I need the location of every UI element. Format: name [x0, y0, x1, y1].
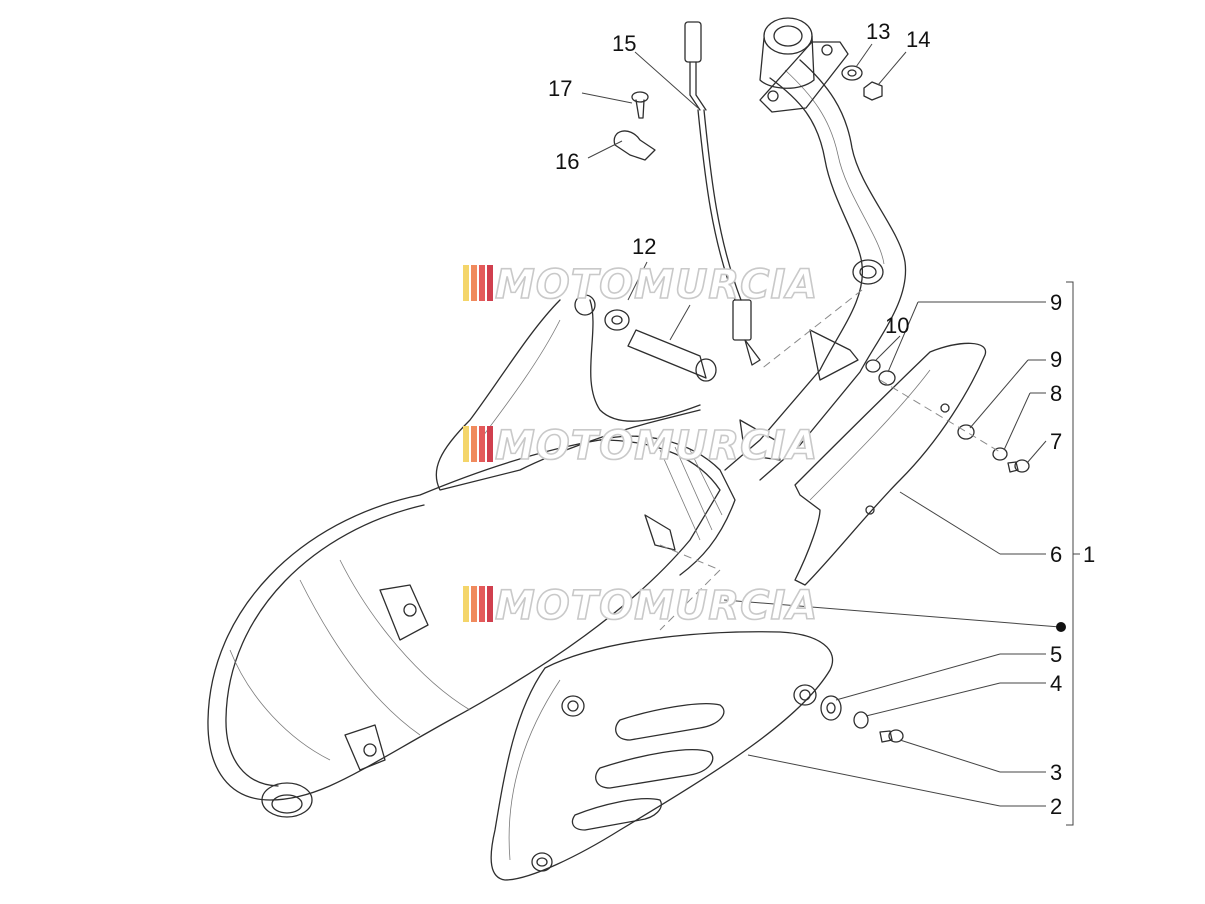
muffler-body	[207, 435, 736, 818]
watermark-top: MOTOMURCIA	[463, 261, 818, 309]
watermark-stripe	[479, 265, 485, 301]
leader-lines	[581, 43, 1080, 826]
callout-5: 5	[1050, 642, 1062, 667]
callout-9-upper: 9	[1050, 290, 1062, 315]
watermark-stripe	[463, 586, 469, 622]
screw-part-7	[1007, 459, 1030, 473]
washer-part-8	[992, 447, 1008, 461]
callout-9-lower: 9	[1050, 347, 1062, 372]
clamp-part-16	[613, 130, 656, 161]
callout-17: 17	[548, 76, 572, 101]
muffler-heat-shield-part-2	[490, 631, 834, 881]
bolt-and-washer-part-12	[604, 309, 717, 382]
watermark-stripe	[487, 586, 493, 622]
callout-16: 16	[555, 149, 579, 174]
callout-13: 13	[866, 19, 890, 44]
watermark-middle: MOTOMURCIA	[463, 422, 818, 470]
spacer-part-9-upper	[878, 370, 896, 386]
callout-1: 1	[1083, 542, 1095, 567]
screw-part-3	[879, 729, 904, 743]
callout-8: 8	[1050, 381, 1062, 406]
reference-dot	[1056, 622, 1066, 632]
spacer-part-9-lower	[957, 424, 975, 440]
callout-10: 10	[885, 313, 909, 338]
watermark-stripe	[487, 426, 493, 462]
watermark-stripe	[471, 265, 477, 301]
lambda-sensor-part-15	[684, 21, 761, 366]
callout-4: 4	[1050, 671, 1062, 696]
washer-part-4	[853, 711, 869, 729]
watermark-bottom: MOTOMURCIA	[463, 582, 818, 630]
watermark-text: MOTOMURCIA	[495, 262, 818, 308]
watermark-stripe	[479, 426, 485, 462]
watermark-text: MOTOMURCIA	[495, 583, 818, 629]
callout-2: 2	[1050, 794, 1062, 819]
watermark-stripe	[463, 265, 469, 301]
screw-part-17	[631, 91, 649, 119]
callout-3: 3	[1050, 760, 1062, 785]
watermark-text: MOTOMURCIA	[495, 423, 818, 469]
watermark-stripe	[463, 426, 469, 462]
watermark-stripe	[471, 586, 477, 622]
callout-7: 7	[1050, 429, 1062, 454]
watermark-stripe	[487, 265, 493, 301]
callout-12: 12	[632, 234, 656, 259]
exhaust-header-pipe	[724, 17, 907, 481]
callout-labels: 15 17 16 12 13 14 10 9 9 8 7 6 1 5 4 3 2	[548, 19, 1095, 819]
washer-part-10	[865, 359, 881, 373]
nut-part-14	[863, 81, 883, 101]
callout-6: 6	[1050, 542, 1062, 567]
grommet-part-5	[820, 695, 842, 721]
assembly-axis-lines	[659, 289, 1001, 631]
watermark-stripe	[479, 586, 485, 622]
callout-14: 14	[906, 27, 930, 52]
watermark-stripe	[471, 426, 477, 462]
washer-part-13	[841, 65, 863, 81]
heat-shield-part-6	[794, 342, 987, 586]
callout-15: 15	[612, 31, 636, 56]
